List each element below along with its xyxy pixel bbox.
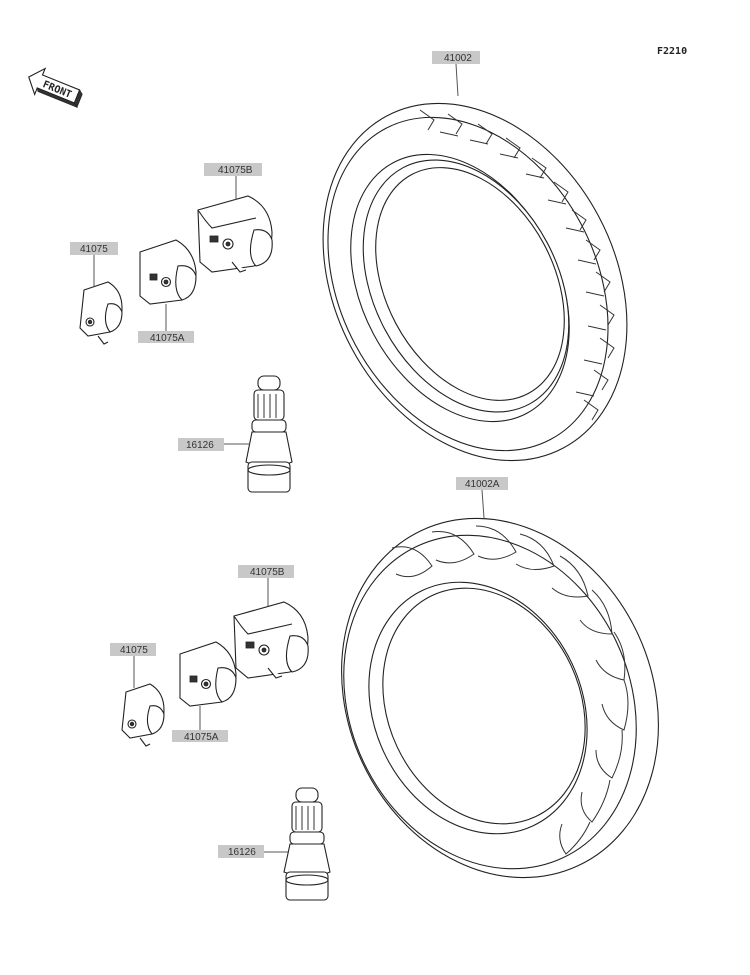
weight-41075-upper-drawing [79, 281, 123, 345]
label-41075B-lower: 41075B [250, 567, 285, 578]
figure-code: F2210 [657, 46, 687, 57]
label-41075B-upper: 41075B [218, 165, 253, 176]
tire-rear-drawing [341, 517, 659, 879]
label-41002: 41002 [444, 53, 472, 64]
front-arrow-badge: FRONT [28, 67, 83, 109]
label-41075A-upper: 41075A [150, 333, 185, 344]
valve-16126-lower-drawing [283, 787, 331, 901]
weight-41075B-lower-drawing [233, 601, 309, 679]
label-41075-lower: 41075 [120, 645, 148, 656]
label-41075-upper: 41075 [80, 244, 108, 255]
weight-41075-lower-drawing [121, 683, 165, 747]
weight-41075A-lower-drawing [179, 641, 237, 707]
label-41075A-lower: 41075A [184, 732, 219, 743]
label-16126-lower: 16126 [228, 847, 256, 858]
label-16126-upper: 16126 [186, 440, 214, 451]
valve-16126-upper-drawing [245, 375, 293, 493]
tire-front-drawing [322, 102, 628, 462]
weight-41075B-upper-drawing [197, 195, 273, 273]
weight-41075A-upper-drawing [139, 239, 197, 305]
label-41002A: 41002A [465, 479, 500, 490]
